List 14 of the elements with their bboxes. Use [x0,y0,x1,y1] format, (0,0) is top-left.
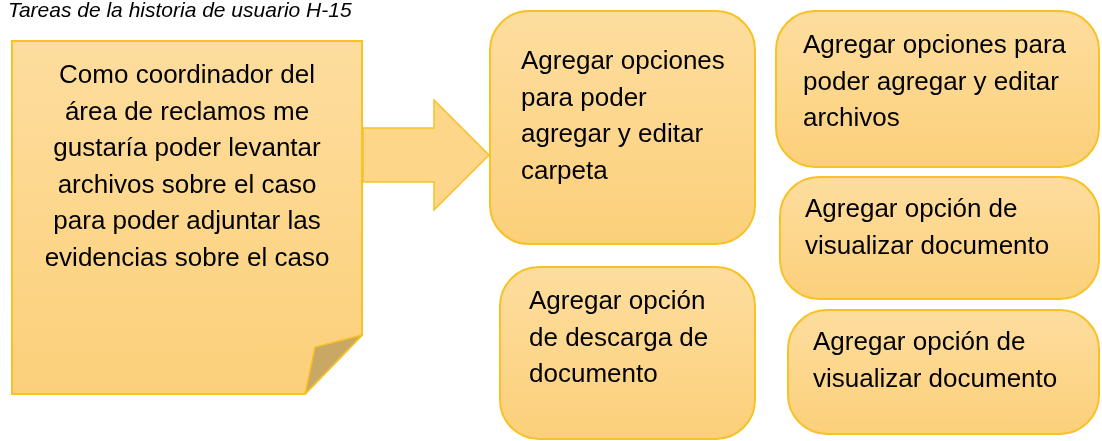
task-box [775,10,1100,168]
task-text: Agregar opciones para poder agregar y editar carpeta [521,44,726,187]
task-text: Agregar opciones para poder agregar y editar archivos [803,28,1068,134]
block-arrow [362,98,491,212]
sticky-note [11,40,363,395]
task-box [489,10,756,245]
task-text: Agregar opción de visualizar documento [805,192,1051,262]
task-box [787,309,1100,435]
user-story-text: Como coordinador del área de reclamos me gustaría poder levantar archivos sobre el caso para poder adjuntar las evidencias sobre el caso [43,58,331,274]
task-box [499,266,756,440]
task-text: Agregar opción de visualizar documento [813,325,1059,395]
task-box [779,176,1100,300]
task-text: Agregar opción de descarga de documento [529,284,710,390]
title: Tareas de la historia de usuario H-15 [8,0,352,23]
